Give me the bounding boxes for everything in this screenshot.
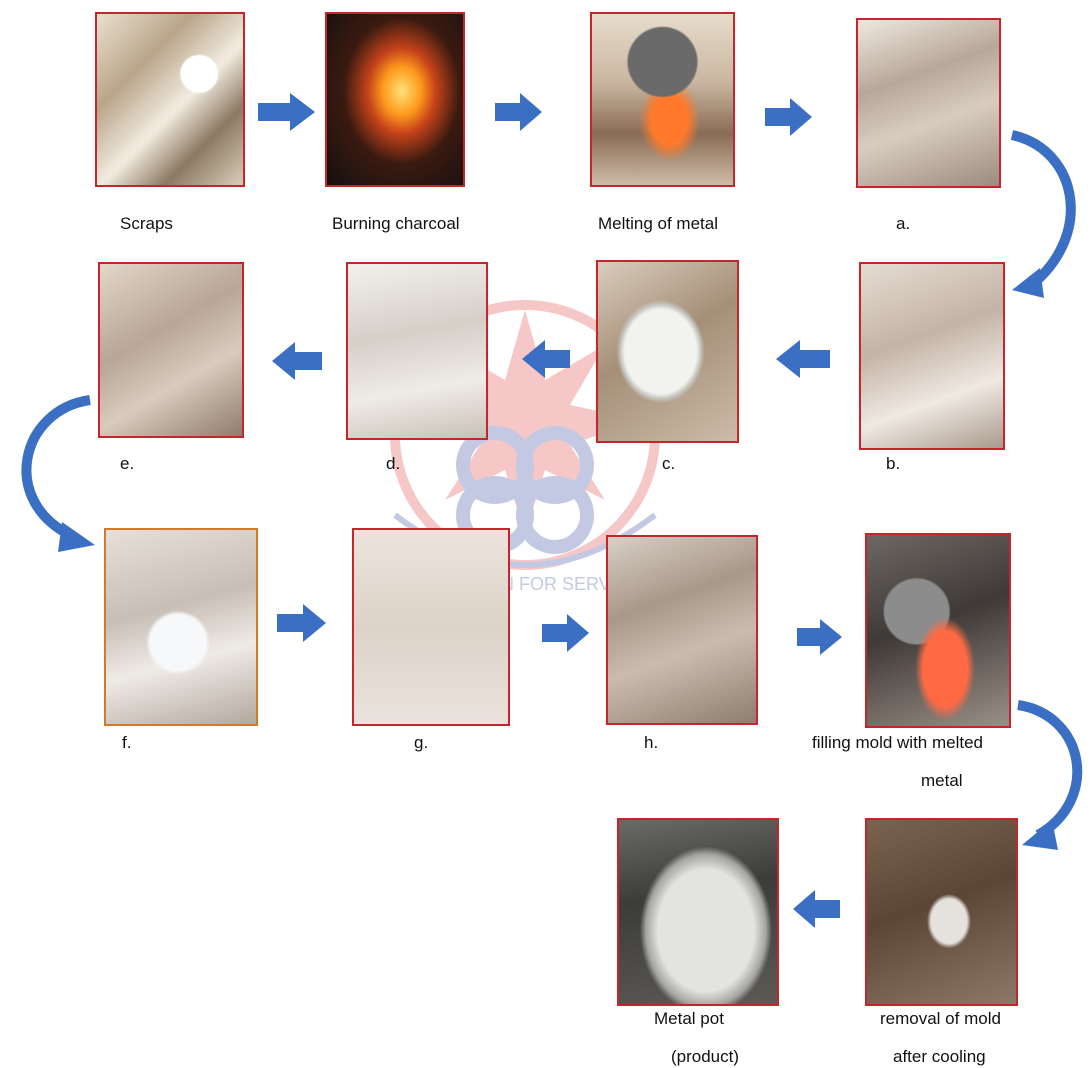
step-a-photo — [856, 18, 1001, 188]
step-e-photo — [98, 262, 244, 438]
arrow-curve-filling-to-removal-head — [1022, 820, 1058, 850]
label-step-h: h. — [644, 733, 658, 753]
label-step-e: e. — [120, 454, 134, 474]
label-step-c: c. — [662, 454, 675, 474]
label-scraps: Scraps — [120, 214, 173, 234]
arrow-left-1 — [776, 340, 830, 378]
label-removal-line2: after cooling — [893, 1047, 986, 1067]
arrow-curve-a-to-b — [1012, 135, 1071, 290]
metal-pot-photo — [617, 818, 779, 1006]
arrow-curve-a-to-b-head — [1012, 268, 1044, 298]
step-b-photo — [859, 262, 1005, 450]
arrow-right-1 — [258, 93, 315, 131]
label-step-b: b. — [886, 454, 900, 474]
scraps-photo — [95, 12, 245, 187]
burning-charcoal-photo — [325, 12, 465, 187]
label-metal-pot-line1: Metal pot — [654, 1009, 724, 1029]
label-filling-mold-line1: filling mold with melted — [812, 733, 983, 753]
arrow-right-3 — [765, 98, 812, 136]
step-f-photo — [104, 528, 258, 726]
step-h-photo — [606, 535, 758, 725]
arrow-left-4 — [793, 890, 840, 928]
label-burning-charcoal: Burning charcoal — [332, 214, 460, 234]
label-metal-pot-line2: (product) — [671, 1047, 739, 1067]
step-d-photo — [346, 262, 488, 440]
step-c-photo — [596, 260, 739, 443]
step-g-photo — [352, 528, 510, 726]
arrow-curve-filling-to-removal — [1018, 705, 1077, 835]
arrow-curve-e-to-f-head — [58, 522, 95, 552]
arrow-right-6 — [797, 619, 842, 655]
arrow-left-3 — [272, 342, 322, 380]
label-filling-mold-line2: metal — [921, 771, 963, 791]
label-removal-line1: removal of mold — [880, 1009, 1001, 1029]
arrow-right-4 — [277, 604, 326, 642]
filling-mold-photo — [865, 533, 1011, 728]
label-melting-metal: Melting of metal — [598, 214, 718, 234]
label-step-d: d. — [386, 454, 400, 474]
mold-removal-photo — [865, 818, 1018, 1006]
melting-metal-photo — [590, 12, 735, 187]
arrow-right-5 — [542, 614, 589, 652]
arrow-curve-e-to-f — [26, 400, 90, 535]
label-step-a: a. — [896, 214, 910, 234]
label-step-g: g. — [414, 733, 428, 753]
label-step-f: f. — [122, 733, 131, 753]
arrow-right-2 — [495, 93, 542, 131]
